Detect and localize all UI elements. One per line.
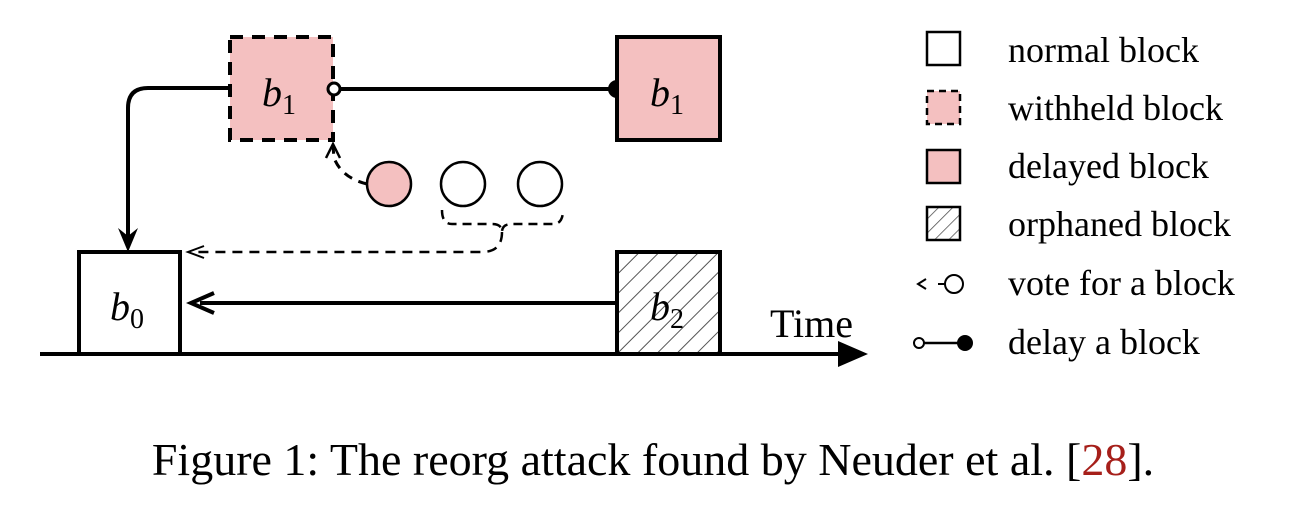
orphaned-block-b2: b2 — [615, 250, 722, 356]
caption-text: Figure 1: The reorg attack found by Neud… — [151, 434, 1082, 485]
svg-text:b1: b1 — [650, 70, 684, 121]
adversarial-vote-arrow — [324, 141, 368, 186]
delayed-block-b1: b1 — [615, 35, 722, 142]
arrowhead-left — [185, 291, 215, 315]
legend-label: delay a block — [1008, 322, 1200, 362]
withheld-block-icon — [925, 89, 962, 126]
legend-label: delayed block — [1008, 146, 1209, 186]
svg-text:b0: b0 — [110, 284, 144, 335]
reorg-attack-diagram: Time b1 b1 — [40, 30, 1235, 367]
block-subscript: 0 — [130, 304, 144, 335]
normal-block-icon — [925, 30, 962, 67]
parent-link-b1-to-b0 — [118, 86, 230, 252]
validator-honest — [439, 160, 487, 208]
delay-origin-open-dot — [326, 81, 342, 97]
block-label: b — [262, 70, 282, 115]
honest-votes-brace — [185, 209, 565, 259]
withheld-block-b1: b1 — [228, 35, 335, 142]
legend-label: orphaned block — [1008, 204, 1231, 244]
parent-link-b2-to-b0 — [185, 291, 617, 315]
legend-label: vote for a block — [1008, 263, 1235, 303]
svg-text:b2: b2 — [650, 284, 684, 335]
citation-link[interactable]: 28 — [1081, 434, 1128, 485]
time-axis-label: Time — [770, 301, 853, 346]
block-subscript: 1 — [282, 90, 296, 121]
block-subscript: 1 — [670, 90, 684, 121]
figure-caption: Figure 1: The reorg attack found by Neud… — [0, 433, 1306, 486]
arrowhead-left — [185, 245, 205, 259]
normal-block-b0: b0 — [77, 250, 182, 356]
block-label: b — [650, 284, 670, 329]
legend-label: withheld block — [1008, 88, 1223, 128]
block-subscript: 2 — [670, 304, 684, 335]
delayed-block-icon — [925, 148, 962, 185]
svg-text:b1: b1 — [262, 70, 296, 121]
legend-label: normal block — [1008, 30, 1199, 70]
block-label: b — [110, 284, 130, 329]
validator-adversarial — [365, 160, 413, 208]
vote-arrow-icon — [916, 274, 964, 294]
block-label: b — [650, 70, 670, 115]
delay-connector-icon — [913, 335, 973, 351]
legend: normal block withheld block delayed bloc… — [913, 30, 1235, 362]
delay-link — [326, 80, 626, 98]
orphaned-block-icon — [925, 205, 962, 242]
arrowhead-down — [118, 228, 138, 252]
caption-suffix: ]. — [1127, 434, 1155, 485]
validator-honest — [516, 160, 564, 208]
time-axis-arrowhead — [838, 341, 868, 367]
